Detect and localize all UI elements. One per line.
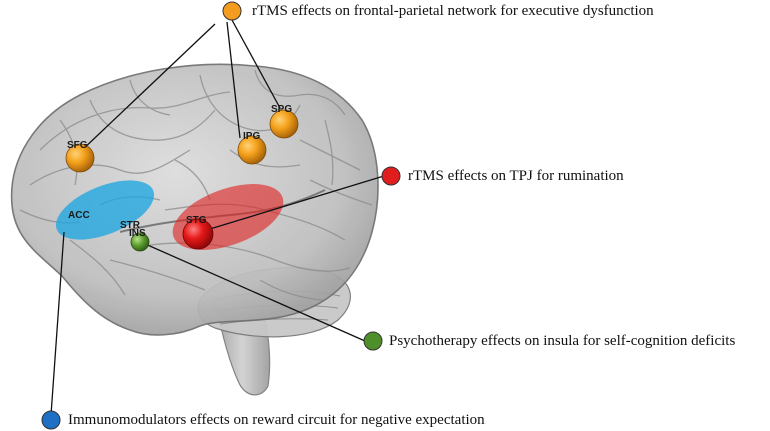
line-executive-to-ipg: [226, 21, 241, 139]
acc-region-highlight: [55, 180, 155, 240]
executive-legend-dot: [222, 1, 242, 21]
line-rumination-to-stg: [199, 175, 385, 233]
ins-label: INS: [129, 228, 146, 239]
line-insula-to-ins: [142, 242, 366, 342]
executive-callout-text: rTMS effects on frontal-parietal network…: [252, 3, 654, 19]
rumination-callout-text: rTMS effects on TPJ for rumination: [408, 168, 624, 184]
reward-legend-dot: [41, 410, 61, 430]
stg-label: STG: [186, 215, 207, 226]
insula-legend-dot: [363, 331, 383, 351]
acc-label: ACC: [68, 210, 90, 221]
insula-callout-text: Psychotherapy effects on insula for self…: [389, 333, 736, 349]
line-executive-to-spg: [231, 19, 281, 109]
ipg-label: IPG: [243, 131, 260, 142]
spg-label: SPG: [271, 104, 292, 115]
sfg-sphere: [65, 143, 95, 173]
ins-sphere: [130, 232, 150, 252]
line-reward-to-acc: [50, 231, 65, 416]
cerebrum: [10, 63, 379, 336]
ipg-sphere: [237, 135, 267, 165]
rumination-legend-dot: [381, 166, 401, 186]
spg-sphere: [269, 109, 299, 139]
sfg-label: SFG: [67, 140, 88, 151]
str-label: STR: [120, 220, 141, 231]
reward-callout-text: Immunomodulators effects on reward circu…: [68, 412, 485, 428]
connector-lines: [50, 19, 385, 416]
stg-sphere: [182, 218, 214, 250]
line-executive-to-sfg: [79, 23, 216, 153]
